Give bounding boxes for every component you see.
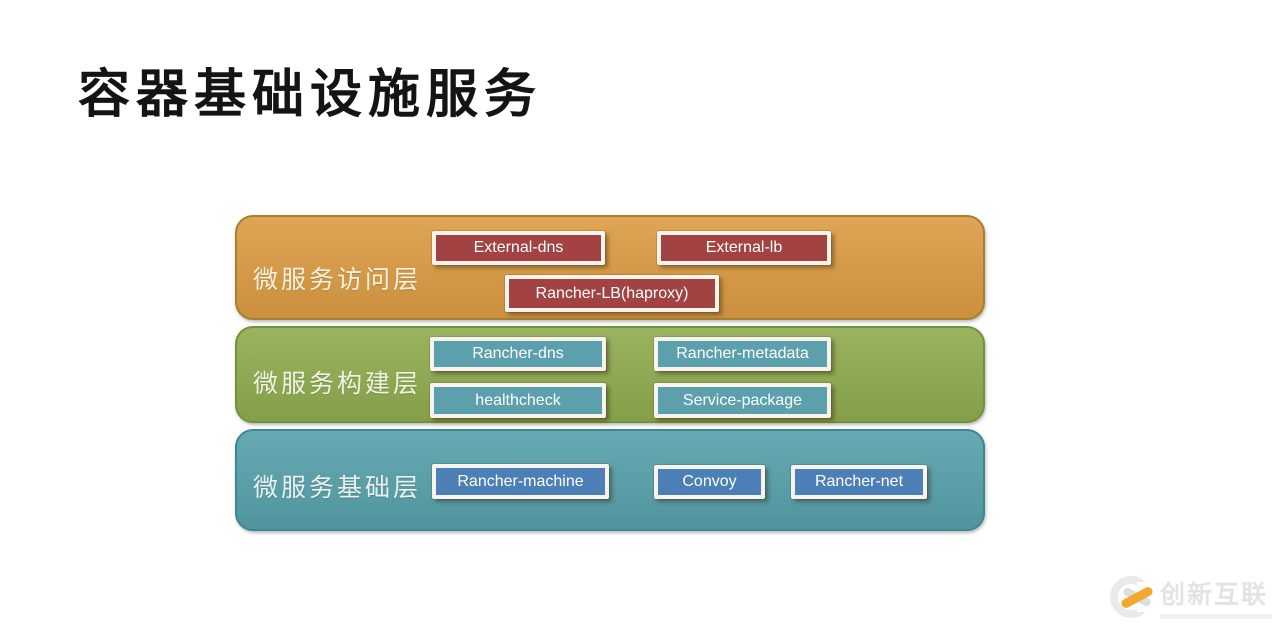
node-rancher-machine: Rancher-machine [432,464,609,499]
layer-band-build: 微服务构建层 Rancher-dns Rancher-metadata heal… [235,326,985,423]
node-service-package: Service-package [654,383,831,418]
layer-label-build: 微服务构建层 [253,369,422,398]
watermark-logo-icon [1108,574,1157,620]
node-rancher-net: Rancher-net [791,465,927,499]
layer-label-base: 微服务基础层 [253,473,422,502]
layer-label-access: 微服务访问层 [253,265,422,294]
watermark-subtext-blur [1160,614,1272,619]
node-healthcheck: healthcheck [430,383,606,418]
page-title: 容器基础设施服务 [78,64,543,125]
layer-band-base: 微服务基础层 Rancher-machine Convoy Rancher-ne… [235,429,985,531]
node-rancher-dns: Rancher-dns [430,337,606,371]
watermark: 创新互联 [1108,574,1272,620]
watermark-text: 创新互联 [1160,581,1269,609]
node-external-lb: External-lb [657,231,831,265]
node-external-dns: External-dns [432,231,605,265]
layer-band-access: 微服务访问层 External-dns External-lb Rancher-… [235,215,985,320]
node-rancher-lb-haproxy: Rancher-LB(haproxy) [505,275,719,312]
node-rancher-metadata: Rancher-metadata [654,337,831,371]
node-convoy: Convoy [654,465,765,499]
